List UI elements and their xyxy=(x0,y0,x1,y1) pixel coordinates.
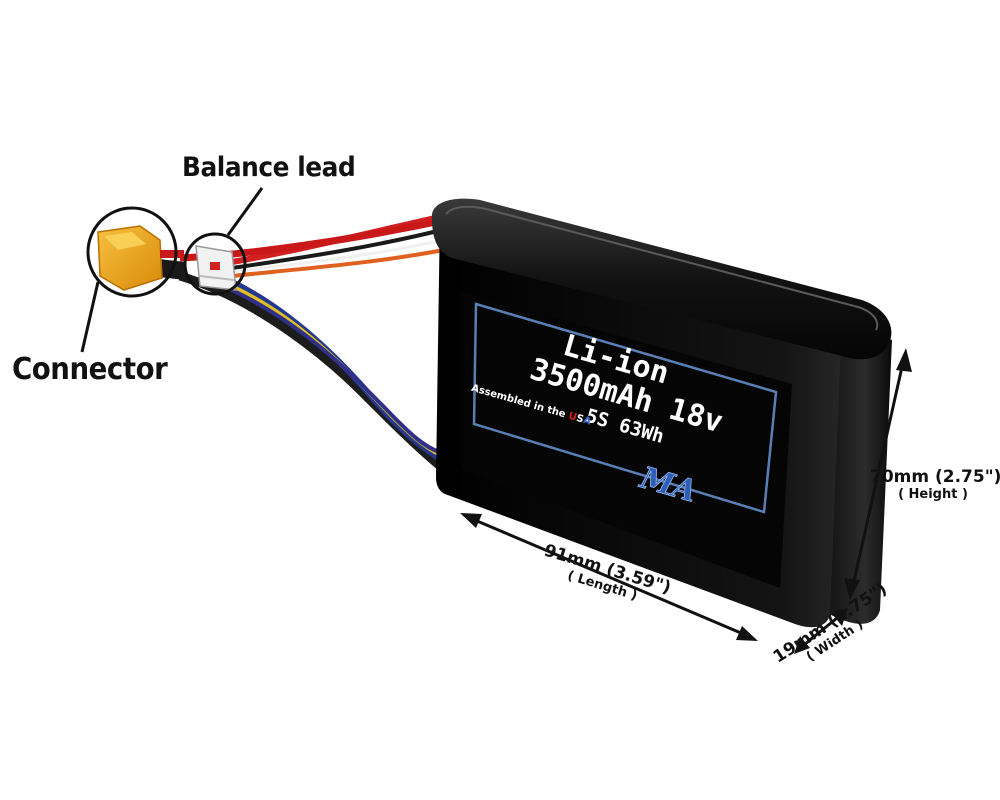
usa-a: A xyxy=(582,415,593,428)
width-arrow-head-left xyxy=(794,636,810,654)
usa-u: U xyxy=(567,411,578,424)
balance-plug xyxy=(195,245,237,291)
connector-pointer xyxy=(80,281,100,353)
length-arrow-head-left xyxy=(460,513,482,528)
height-dimension: 70mm (2.75") ( Height ) xyxy=(870,467,1000,502)
balance-wire-navy xyxy=(231,288,449,456)
connector-face xyxy=(104,232,146,250)
main-wire-black xyxy=(178,271,448,474)
balance-wire-white xyxy=(231,236,453,274)
balance-wire-black xyxy=(231,226,451,270)
length-arrow-line xyxy=(469,516,749,638)
height-arrow-line xyxy=(850,357,906,591)
battery-top-highlight xyxy=(445,205,879,331)
length-arrow xyxy=(460,513,758,641)
battery-label-border xyxy=(472,302,778,514)
length-arrow-head-right xyxy=(736,626,758,641)
battery-label-panel xyxy=(462,292,792,588)
connector-wire-red xyxy=(160,250,184,258)
height-arrow-head-top xyxy=(896,348,912,372)
balance-wire-orange xyxy=(231,246,455,278)
battery-pack xyxy=(431,198,892,628)
balance-lead-pointer xyxy=(226,187,264,236)
width-arrow-line xyxy=(799,612,843,650)
usa-s: S xyxy=(575,413,585,426)
width-arrow-head-right xyxy=(832,608,848,626)
height-dimension-label: ( Height ) xyxy=(898,486,968,502)
balance-lead-callout-label: Balance lead xyxy=(182,152,356,183)
balance-plug-red-pin xyxy=(210,262,220,270)
height-dimension-value: 70mm (2.75") xyxy=(870,467,1000,487)
height-arrow-head-bottom xyxy=(844,578,860,600)
balance-lead-callout-circle xyxy=(183,232,247,296)
height-arrow xyxy=(844,348,912,600)
connector-callout-label: Connector xyxy=(12,352,168,387)
connector-callout-circle xyxy=(86,206,178,298)
battery-side-face xyxy=(824,320,892,624)
battery-top-face xyxy=(431,198,892,360)
xt-connector xyxy=(97,225,185,291)
balance-plug-ridge xyxy=(199,275,235,281)
width-arrow xyxy=(794,608,848,654)
